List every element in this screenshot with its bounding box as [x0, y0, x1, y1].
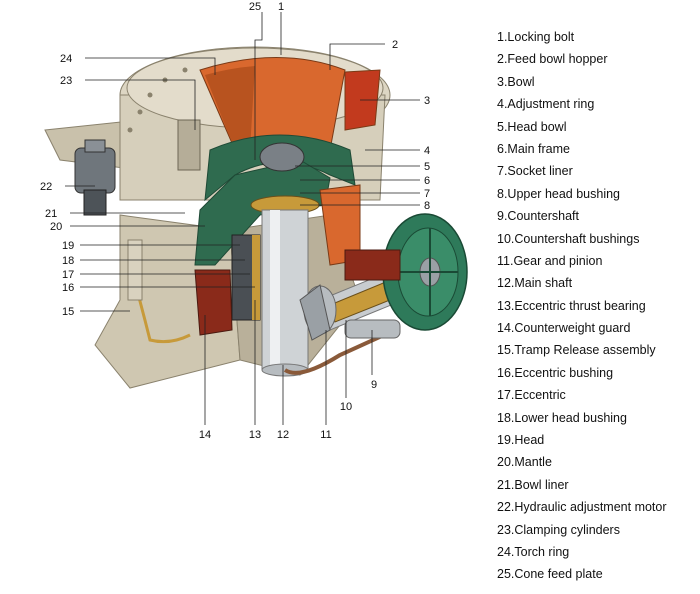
legend-item: 4.Adjustment ring	[497, 97, 595, 112]
legend-item: 24.Torch ring	[497, 544, 570, 559]
legend-item: 18.Lower head bushing	[497, 410, 627, 425]
head-bowl	[259, 142, 305, 172]
legend-item: 17.Eccentric	[497, 388, 566, 403]
eccentric-bushing	[252, 235, 260, 320]
callout-9: 9	[371, 379, 377, 391]
tramp-release-cylinder	[127, 239, 143, 301]
legend-item: 21.Bowl liner	[497, 477, 569, 492]
main-shaft-highlight	[270, 210, 280, 370]
legend-item: 5.Head bowl	[497, 119, 567, 134]
bowl-inner-shade	[205, 66, 255, 151]
callout-24: 24	[60, 53, 72, 65]
callout-19: 19	[62, 240, 74, 252]
callout-2: 2	[392, 39, 398, 51]
callout-14: 14	[199, 429, 211, 441]
callout-20: 20	[50, 221, 62, 233]
legend-item: 20.Mantle	[497, 455, 552, 470]
legend-item: 15.Tramp Release assembly	[497, 343, 656, 358]
legend-item: 25.Cone feed plate	[497, 567, 603, 582]
callout-25: 25	[249, 1, 261, 13]
legend-item: 1.Locking bolt	[497, 30, 575, 44]
legend-item: 13.Eccentric thrust bearing	[497, 298, 646, 313]
legend-item: 19.Head	[497, 433, 545, 448]
countershaft-bushing-housing	[344, 249, 401, 281]
callout-15: 15	[62, 306, 74, 318]
clamping-cylinder	[177, 119, 201, 171]
legend-item: 3.Bowl	[497, 74, 535, 89]
callout-21: 21	[45, 208, 57, 220]
legend-item: 10.Countershaft bushings	[497, 231, 640, 246]
callout-7: 7	[424, 188, 430, 200]
callout-12: 12	[277, 429, 289, 441]
callout-22: 22	[40, 181, 52, 193]
callout-5: 5	[424, 161, 430, 173]
bowl-liner	[204, 134, 356, 202]
legend-item: 2.Feed bowl hopper	[497, 52, 608, 67]
callout-6: 6	[424, 175, 430, 187]
parts-legend: 1.Locking bolt 2.Feed bowl hopper 3.Bowl…	[497, 26, 667, 586]
callout-18: 18	[62, 255, 74, 267]
main-shaft	[261, 209, 309, 371]
callout-16: 16	[62, 282, 74, 294]
countershaft-tube	[344, 319, 401, 339]
callout-4: 4	[424, 145, 430, 157]
callout-8: 8	[424, 200, 430, 212]
legend-item: 8.Upper head bushing	[497, 186, 621, 201]
lubrication-pipe	[283, 328, 396, 375]
leader-lines	[65, 12, 420, 425]
legend-item: 12.Main shaft	[497, 276, 573, 291]
legend-item: 16.Eccentric bushing	[497, 365, 614, 380]
legend-item: 22.Hydraulic adjustment motor	[497, 500, 667, 515]
callout-3: 3	[424, 95, 430, 107]
callout-17: 17	[62, 269, 74, 281]
legend-item: 11.Gear and pinion	[497, 253, 603, 268]
legend-item: 6.Main frame	[497, 141, 570, 156]
callout-13: 13	[249, 429, 261, 441]
hydraulic-adjustment-motor	[74, 139, 116, 216]
countershaft-flywheel	[382, 213, 468, 331]
callout-1: 1	[278, 1, 284, 13]
legend-item: 23.Clamping cylinders	[497, 522, 620, 537]
legend-item: 9.Countershaft	[497, 209, 579, 224]
callout-numbers: 1 25 2 3 4 5 6 7 8 24 23 22 21 20 19 18 …	[40, 1, 430, 441]
callout-11: 11	[320, 429, 331, 441]
callout-23: 23	[60, 75, 72, 87]
legend-item: 7.Socket liner	[497, 164, 573, 179]
legend-item: 14.Counterweight guard	[497, 321, 631, 336]
callout-10: 10	[340, 401, 352, 413]
counterweight-guard	[194, 269, 233, 336]
crusher-illustration	[44, 46, 468, 389]
